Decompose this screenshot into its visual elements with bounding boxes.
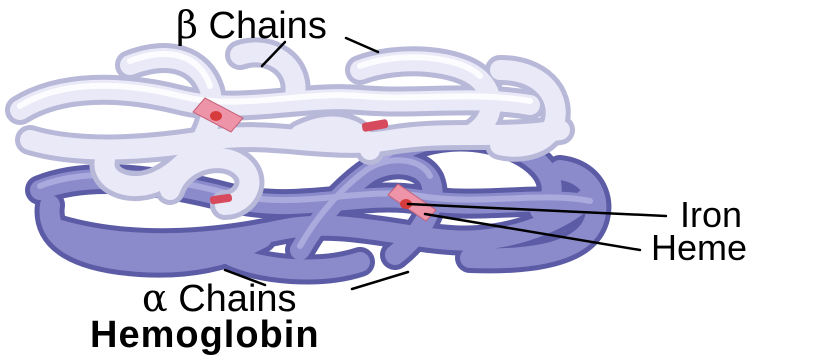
heme-label: Heme (651, 230, 747, 266)
beta-leader-line-2 (346, 38, 378, 52)
diagram-title: Hemoglobin (90, 316, 320, 354)
beta-symbol: β (176, 3, 198, 47)
beta-chains-text: Chains (209, 5, 327, 47)
alpha-chains-label: α Chains (142, 279, 297, 318)
beta-chains (20, 52, 560, 205)
beta-chains-label: β Chains (176, 6, 327, 45)
